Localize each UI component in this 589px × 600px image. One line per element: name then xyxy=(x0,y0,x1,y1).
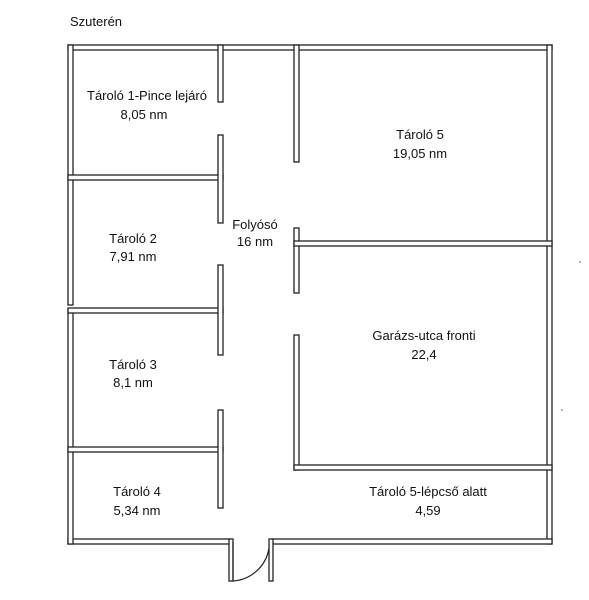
corridor-area: 16 nm xyxy=(237,234,273,249)
walls xyxy=(67,44,553,545)
room-3-name: Tároló 3 xyxy=(109,357,157,372)
scan-speck xyxy=(579,261,581,263)
room-labels: Tároló 1-Pince lejáró 8,05 nm Tároló 2 7… xyxy=(87,88,487,518)
stair-storage-area: 4,59 xyxy=(415,503,440,518)
scan-speck xyxy=(561,409,563,411)
wall-room5-garage xyxy=(293,240,553,247)
room-5-name: Tároló 5 xyxy=(396,127,444,142)
corridor-left-wall-4 xyxy=(217,409,224,509)
outer-wall-top xyxy=(67,44,553,51)
outer-wall-bottom-right xyxy=(271,538,553,545)
garage-name: Garázs-utca fronti xyxy=(372,328,475,343)
room-5-area: 19,05 nm xyxy=(393,146,447,161)
wall-room1-room2 xyxy=(67,174,224,181)
room-4-name: Tároló 4 xyxy=(113,484,161,499)
corridor-right-wall-2 xyxy=(293,227,300,294)
outer-wall-bottom-left xyxy=(67,538,231,545)
corridor-left-wall-3 xyxy=(217,264,224,356)
room-1-name: Tároló 1-Pince lejáró xyxy=(87,88,207,103)
garage-area: 22,4 xyxy=(411,347,436,362)
corridor-name: Folyósó xyxy=(232,217,278,232)
plan-title: Szuterén xyxy=(70,14,122,29)
door-jamb-right xyxy=(268,538,274,582)
stair-storage-name: Tároló 5-lépcső alatt xyxy=(369,484,487,499)
wall-garage-stair-storage xyxy=(293,464,553,471)
wall-room2-room3 xyxy=(67,307,224,314)
corridor-right-wall-3 xyxy=(293,334,300,471)
door-swing-arc xyxy=(232,547,270,582)
entrance-door xyxy=(228,538,274,582)
room-3-area: 8,1 nm xyxy=(113,375,153,390)
corridor-left-wall-2 xyxy=(217,134,224,224)
outer-wall-left-lower xyxy=(67,309,74,545)
room-2-area: 7,91 nm xyxy=(110,249,157,264)
room-2-name: Tároló 2 xyxy=(109,231,157,246)
room-1-area: 8,05 nm xyxy=(121,107,168,122)
room-4-area: 5,34 nm xyxy=(114,503,161,518)
wall-room3-room4 xyxy=(67,446,224,453)
corridor-right-wall-1 xyxy=(293,44,300,163)
corridor-left-wall-1 xyxy=(217,44,224,103)
